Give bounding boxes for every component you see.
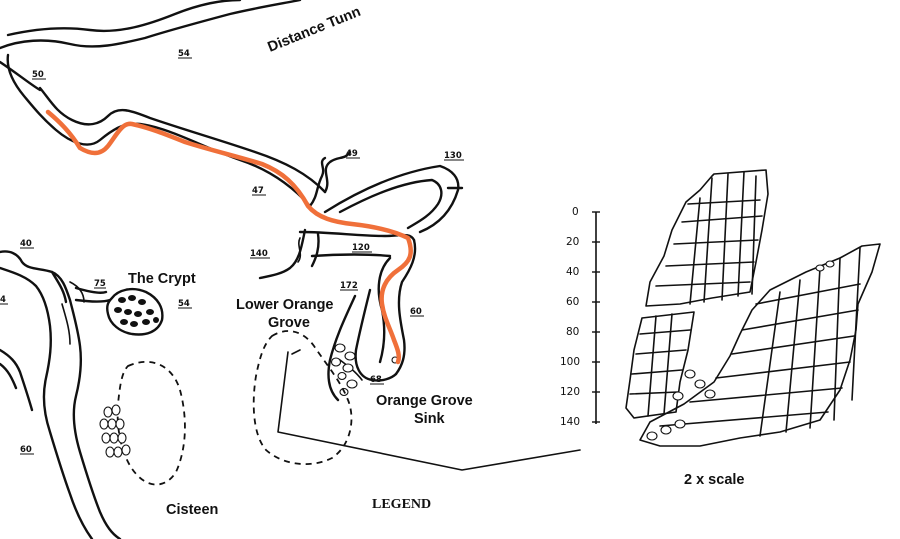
- scale-tick-140: 140: [560, 416, 580, 428]
- depth-marker: 60: [410, 307, 422, 317]
- scale-tick-80: 80: [566, 326, 579, 338]
- depth-marker: 54: [178, 49, 190, 59]
- legend-label: LEGEND: [372, 497, 431, 512]
- lower-orange-grove-area: [252, 330, 581, 471]
- scale-tick-120: 120: [560, 386, 580, 398]
- the-crypt-label: The Crypt: [128, 271, 196, 287]
- cisteen-area: [99, 361, 186, 486]
- depth-marker: 49: [346, 149, 358, 159]
- cross-section-inset: [625, 169, 881, 447]
- depth-marker: 54: [178, 299, 190, 309]
- cisteen-label: Cisteen: [166, 502, 218, 518]
- depth-marker: 172: [340, 281, 358, 291]
- scale-tick-20: 20: [566, 236, 579, 248]
- orange-grove-sink-label-line2: Sink: [414, 411, 446, 427]
- scale-tick-60: 60: [566, 296, 579, 308]
- crypt-rocks: [106, 287, 164, 336]
- depth-marker: 68: [370, 375, 382, 385]
- depth-marker: 4: [0, 295, 6, 305]
- survey-route: [45, 109, 413, 365]
- upper-passage: [0, 0, 327, 208]
- depth-marker: 60: [20, 445, 32, 455]
- depth-marker: 140: [250, 249, 268, 259]
- depth-marker: 130: [444, 151, 462, 161]
- scale-tick-100: 100: [560, 356, 580, 368]
- depth-marker: 40: [20, 239, 32, 249]
- depth-marker: 75: [94, 279, 106, 289]
- distance-tunnel-label: Distance Tunn: [266, 4, 364, 56]
- scale-note-label: 2 x scale: [684, 472, 744, 488]
- depth-markers: 54 50 47 49 130 140 120 172 60 68 40 75 …: [0, 49, 464, 455]
- depth-scale: 0 20 40 60 80 100 120 140: [560, 206, 600, 428]
- left-passages: [0, 250, 122, 539]
- orange-grove-sink-label: Orange Grove: [376, 393, 473, 409]
- depth-marker: 120: [352, 243, 370, 253]
- central-rocks: [330, 343, 399, 397]
- scale-tick-0: 0: [572, 206, 579, 218]
- depth-marker: 47: [252, 186, 264, 196]
- scale-tick-40: 40: [566, 266, 579, 278]
- depth-marker: 50: [32, 70, 44, 80]
- lower-orange-grove-label-line2: Grove: [268, 315, 310, 331]
- place-names: Distance Tunn The Crypt Lower Orange Gro…: [128, 4, 744, 518]
- central-passages: [258, 150, 464, 402]
- lower-orange-grove-label: Lower Orange: [236, 297, 334, 313]
